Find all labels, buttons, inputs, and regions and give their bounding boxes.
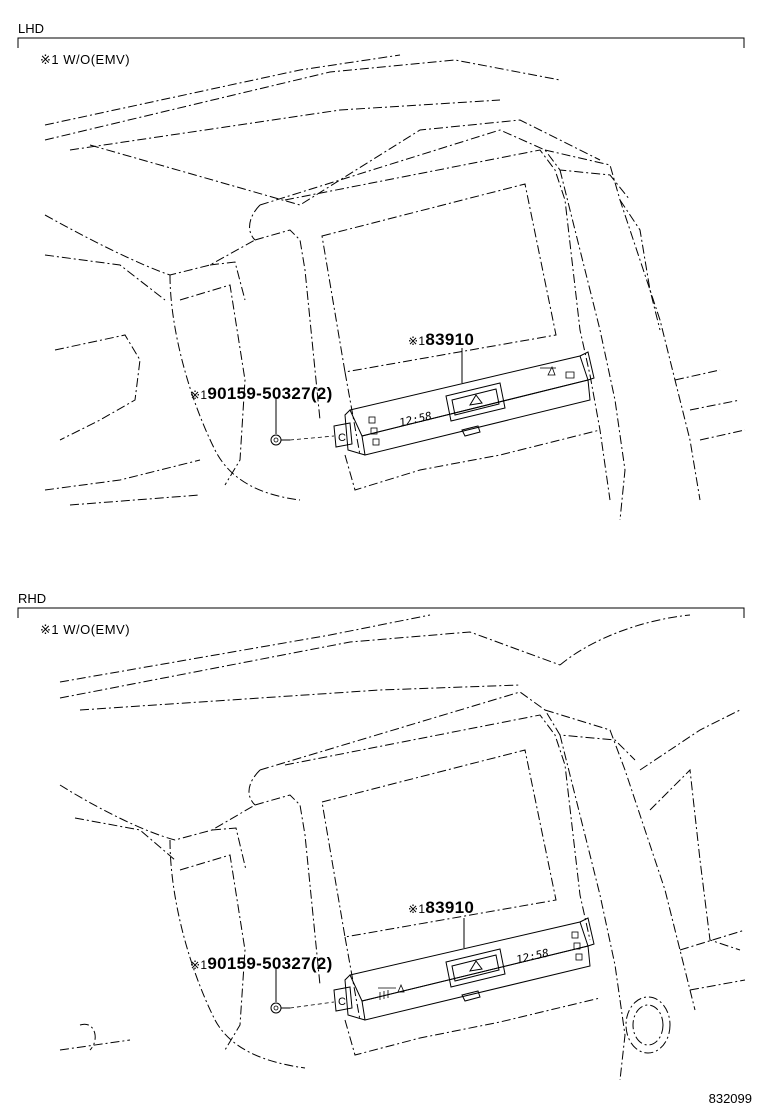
rhd-callout-83910-mark: ※1 [408,902,426,916]
rhd-callout-screw-number: 90159-50327(2) [207,954,333,973]
lhd-panel: C LHD ※1 W/O(EMV) ※183910 ※190159-50327(… [17,21,746,521]
lhd-dashboard-drawing: C [17,37,746,521]
rhd-callout-83910: ※183910 [408,898,474,918]
rhd-callout-screw-mark: ※1 [190,958,208,972]
rhd-callout-83910-number: 83910 [425,898,475,917]
lhd-callout-screw-number: 90159-50327(2) [207,384,333,403]
lhd-note: ※1 W/O(EMV) [40,52,131,67]
lhd-callout-83910-number: 83910 [425,330,475,349]
svg-text:C: C [338,432,346,444]
rhd-note: ※1 W/O(EMV) [40,622,131,637]
lhd-control-unit: C [333,351,595,456]
diagram-id: 832099 [708,1091,752,1106]
svg-text:C: C [338,996,346,1008]
lhd-callout-83910-mark: ※1 [408,334,426,348]
lhd-title: LHD [18,21,45,36]
rhd-screw [270,1002,290,1014]
rhd-dashboard-drawing: C [17,607,746,1081]
rhd-callout-screw: ※190159-50327(2) [190,954,333,974]
lhd-callout-83910: ※183910 [408,330,474,350]
lhd-callout-screw-mark: ※1 [190,388,208,402]
rhd-control-unit: C [333,917,595,1021]
lhd-callout-screw: ※190159-50327(2) [190,384,333,404]
rhd-panel: C RHD ※1 W/O(EMV) ※183910 ※190159-50327(… [0,570,760,1112]
lhd-screw [270,434,290,446]
rhd-title: RHD [18,591,47,606]
